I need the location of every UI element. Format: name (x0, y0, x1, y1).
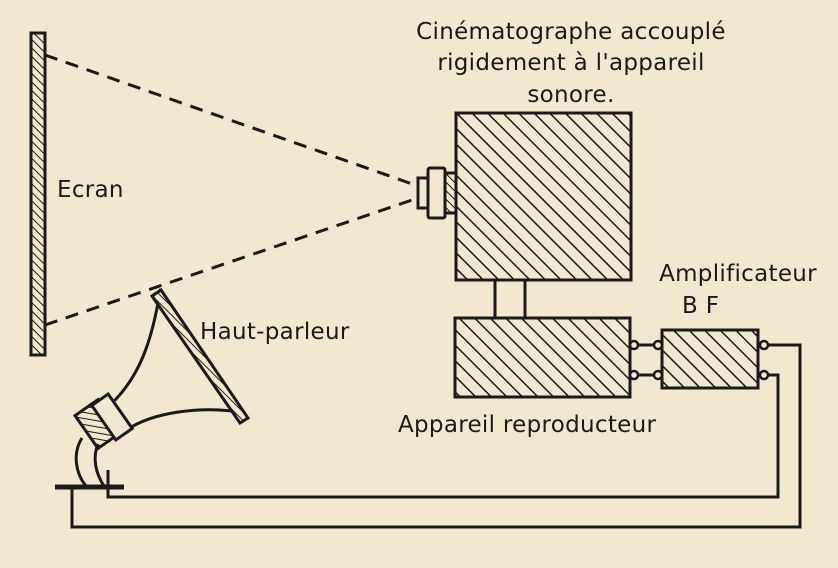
screen-bar (29, 31, 47, 357)
loudspeaker-label: Haut-parleur (200, 319, 350, 345)
reproducer-label: Appareil reproducteur (398, 412, 657, 438)
amplifier-label-line1: Amplificateur (659, 261, 817, 287)
amplifier-label-line2: B F (682, 293, 720, 319)
projector-label-line1: Cinématographe accouplé (416, 19, 726, 45)
amplifier-box (660, 328, 760, 390)
terminals (628, 339, 770, 381)
projector-label-line3: sonore. (527, 82, 615, 108)
loudspeaker (55, 287, 251, 490)
projector-lens (416, 166, 458, 220)
projector-label-line2: rigidement à l'appareil (437, 50, 705, 76)
screen-label: Ecran (57, 177, 124, 203)
reproducer-box (453, 316, 632, 399)
projector-body (454, 111, 633, 282)
reproducer-amplifier-wires (634, 343, 658, 377)
rigid-coupling (493, 278, 527, 320)
